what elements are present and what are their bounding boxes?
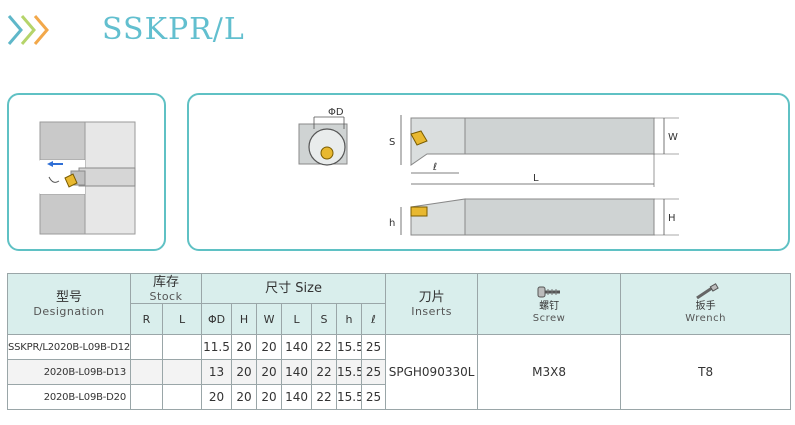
screw-value: M3X8 xyxy=(477,334,622,410)
stock-l-header: L xyxy=(161,303,203,335)
wrench-icon xyxy=(695,283,719,300)
insert-value: SPGH090330L xyxy=(385,334,479,410)
size-ll-header: ℓ xyxy=(361,303,387,335)
size-w-header: W xyxy=(256,303,283,335)
size-s-header: S xyxy=(311,303,338,335)
h-small-label: h xyxy=(389,218,395,229)
h-big-label: H xyxy=(668,213,676,224)
phi-d-label: ΦD xyxy=(328,107,344,118)
screw-header: 螺钉 Screw xyxy=(477,273,622,335)
chevron-logo-icon xyxy=(7,15,49,45)
spec-table: 型号 Designation 库存 Stock 尺寸 Size 刀片 Inser… xyxy=(7,273,792,410)
l-big-label: L xyxy=(533,173,539,184)
stock-header: 库存 Stock xyxy=(129,273,203,304)
w-label: W xyxy=(668,132,678,143)
screw-icon xyxy=(537,286,561,298)
machining-setup-drawing xyxy=(39,121,136,235)
size-header: 尺寸 Size xyxy=(201,273,387,304)
setup-diagram-panel xyxy=(7,93,166,251)
stock-r-header: R xyxy=(130,303,163,335)
size-l-header: L xyxy=(281,303,313,335)
page-title: SSKPR/L xyxy=(102,12,245,47)
wrench-value: T8 xyxy=(620,334,792,410)
l-small-label: ℓ xyxy=(433,162,437,173)
size-h-header: H xyxy=(231,303,258,335)
inserts-header: 刀片 Inserts xyxy=(385,273,479,335)
size-hh-header: h xyxy=(336,303,363,335)
tool-dimension-drawing: ΦD S W ℓ L h H xyxy=(298,107,679,236)
s-label: S xyxy=(389,137,395,148)
table-row: 2020B-L09B-D13 13 20 20 140 22 15.5 25 xyxy=(7,359,791,385)
table-row: SSKPR/L2020B-L09B-D12 11.5 20 20 140 22 … xyxy=(7,334,792,410)
designation-header: 型号 Designation xyxy=(7,273,131,335)
table-row: 2020B-L09B-D20 20 20 20 140 22 15.5 25 xyxy=(7,384,791,410)
wrench-header: 扳手 Wrench xyxy=(620,273,792,335)
dimension-diagram-panel: ΦD S W ℓ L h H xyxy=(187,93,790,251)
size-d-header: ΦD xyxy=(201,303,233,335)
